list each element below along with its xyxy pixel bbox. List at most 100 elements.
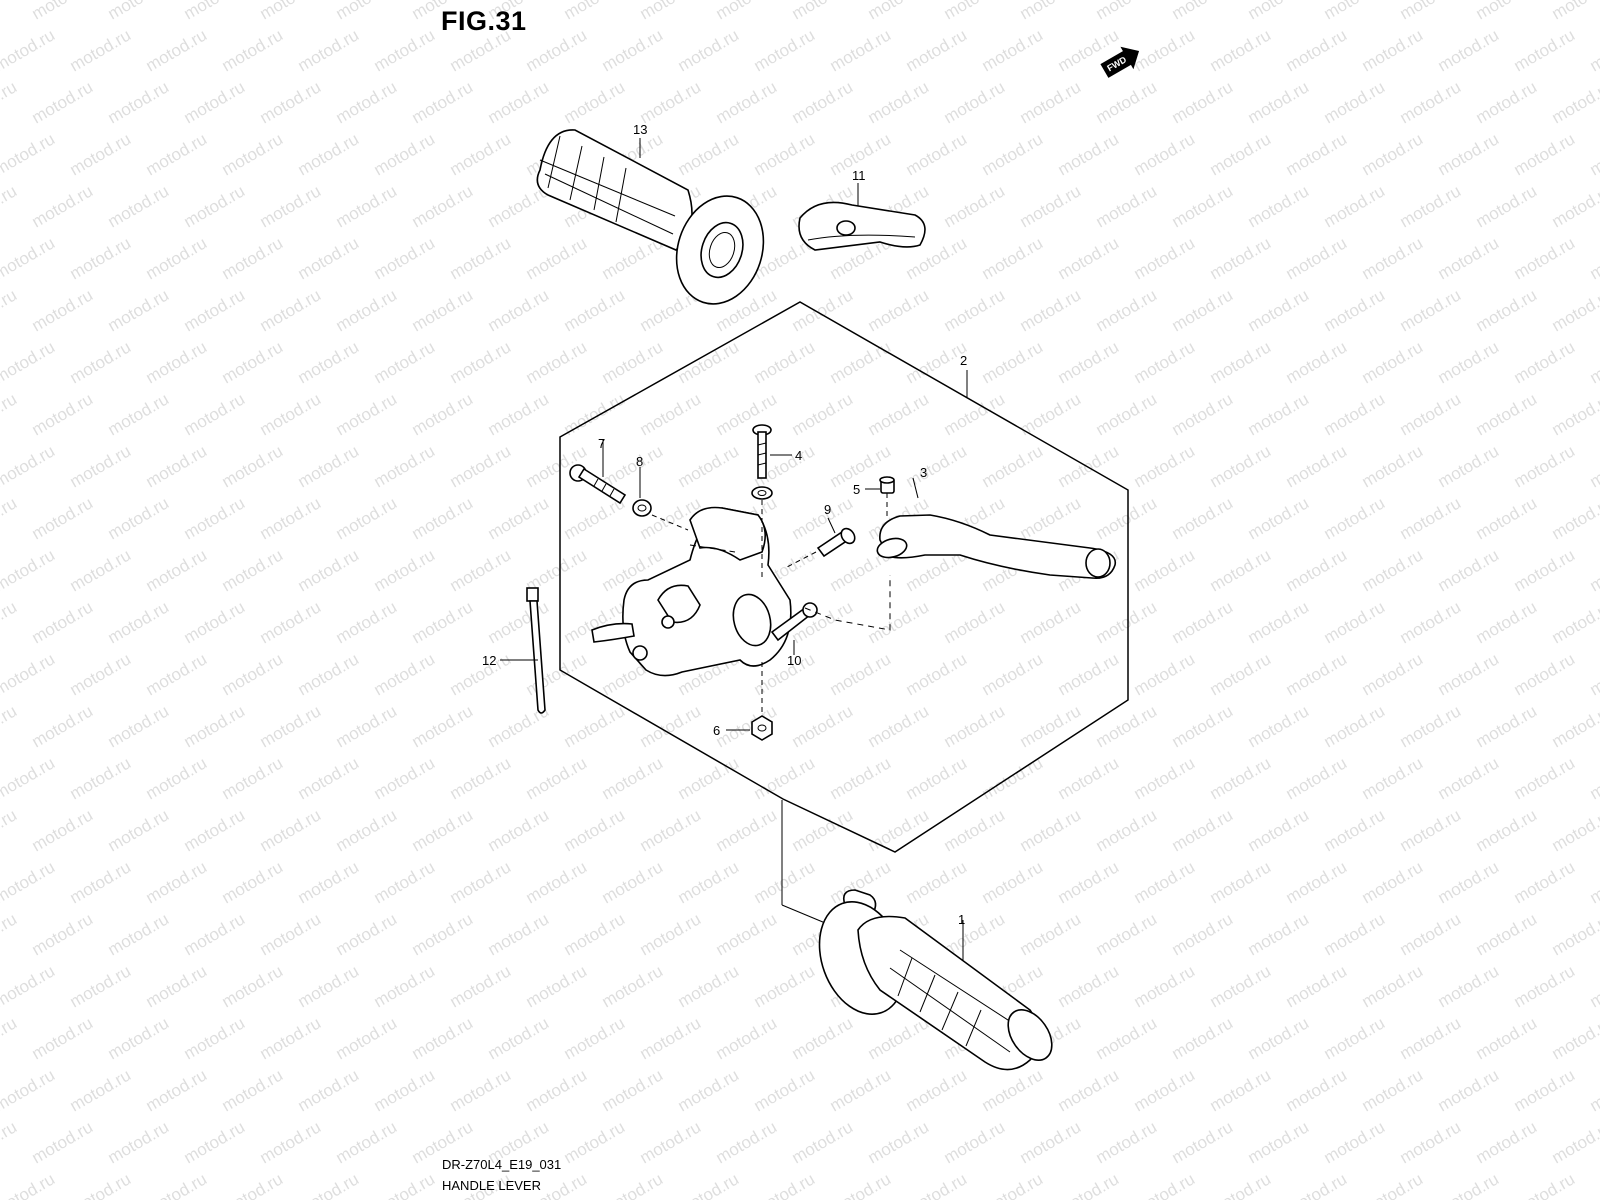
watermark-text: motod.ru (1587, 25, 1600, 75)
watermark-text: motod.ru (1511, 129, 1579, 179)
watermark-text: motod.ru (1397, 1013, 1465, 1063)
watermark-text: motod.ru (1587, 753, 1600, 803)
watermark-text: motod.ru (561, 285, 629, 335)
watermark-text: motod.ru (1359, 1169, 1427, 1200)
fwd-direction-marker: FWD (1100, 46, 1140, 78)
watermark-text: motod.ru (1587, 441, 1600, 491)
watermark-text: motod.ru (181, 389, 249, 439)
watermark-text: motod.ru (1359, 753, 1427, 803)
watermark-text: motod.ru (1207, 961, 1275, 1011)
watermark-text: motod.ru (105, 909, 173, 959)
watermark-text: motod.ru (485, 285, 553, 335)
watermark-text: motod.ru (941, 0, 1009, 23)
watermark-text: motod.ru (789, 1013, 857, 1063)
watermark-text: motod.ru (1359, 545, 1427, 595)
watermark-text: motod.ru (219, 129, 287, 179)
watermark-text: motod.ru (561, 0, 629, 23)
watermark-text: motod.ru (371, 545, 439, 595)
watermark-text: motod.ru (1093, 597, 1161, 647)
watermark-text: motod.ru (1435, 545, 1503, 595)
watermark-text: motod.ru (1511, 233, 1579, 283)
watermark-text: motod.ru (1549, 389, 1600, 439)
watermark-text: motod.ru (143, 1169, 211, 1200)
watermark-text: motod.ru (1397, 597, 1465, 647)
watermark-text: motod.ru (219, 441, 287, 491)
watermark-text: motod.ru (0, 337, 58, 387)
watermark-text: motod.ru (979, 129, 1047, 179)
watermark-text: motod.ru (1549, 805, 1600, 855)
watermark-text: motod.ru (333, 0, 401, 23)
watermark-text: motod.ru (1473, 701, 1541, 751)
watermark-text: motod.ru (447, 129, 515, 179)
watermark-text: motod.ru (181, 0, 249, 23)
watermark-text: motod.ru (1283, 857, 1351, 907)
watermark-text: motod.ru (1473, 597, 1541, 647)
watermark-text: motod.ru (599, 1169, 667, 1200)
watermark-text: motod.ru (447, 337, 515, 387)
watermark-text: motod.ru (333, 805, 401, 855)
watermark-text: motod.ru (219, 25, 287, 75)
watermark-text: motod.ru (29, 805, 97, 855)
watermark-text: motod.ru (295, 25, 363, 75)
collar (879, 476, 895, 494)
watermark-text: motod.ru (941, 1117, 1009, 1167)
watermark-text: motod.ru (979, 753, 1047, 803)
watermark-text: motod.ru (219, 753, 287, 803)
watermark-text: motod.ru (1017, 493, 1085, 543)
watermark-text: motod.ru (1397, 285, 1465, 335)
watermark-text: motod.ru (827, 337, 895, 387)
watermark-text: motod.ru (865, 701, 933, 751)
watermark-text: motod.ru (219, 857, 287, 907)
watermark-text: motod.ru (0, 25, 58, 75)
watermark-text: motod.ru (1473, 285, 1541, 335)
watermark-text: motod.ru (1473, 1013, 1541, 1063)
callout-4: 4 (795, 448, 802, 463)
watermark-text: motod.ru (1055, 233, 1123, 283)
watermark-text: motod.ru (181, 1117, 249, 1167)
watermark-text: motod.ru (0, 441, 58, 491)
watermark-text: motod.ru (1245, 77, 1313, 127)
watermark-text: motod.ru (941, 597, 1009, 647)
watermark-text: motod.ru (181, 493, 249, 543)
watermark-text: motod.ru (827, 649, 895, 699)
watermark-text: motod.ru (1359, 857, 1427, 907)
watermark-text: motod.ru (1245, 909, 1313, 959)
watermark-text: motod.ru (1435, 857, 1503, 907)
watermark-text: motod.ru (865, 1117, 933, 1167)
watermark-text: motod.ru (485, 1013, 553, 1063)
watermark-text: motod.ru (67, 649, 135, 699)
watermark-text: motod.ru (1093, 909, 1161, 959)
watermark-text: motod.ru (181, 77, 249, 127)
watermark-text: motod.ru (751, 25, 819, 75)
watermark-text: motod.ru (903, 753, 971, 803)
watermark-text: motod.ru (29, 77, 97, 127)
watermark-text: motod.ru (1245, 389, 1313, 439)
watermark-text: motod.ru (67, 25, 135, 75)
watermark-text: motod.ru (599, 1065, 667, 1115)
watermark-text: motod.ru (0, 805, 20, 855)
watermark-text: motod.ru (1549, 0, 1600, 23)
watermark-text: motod.ru (1017, 597, 1085, 647)
watermark-text: motod.ru (409, 597, 477, 647)
watermark-text: motod.ru (1549, 77, 1600, 127)
callout-7: 7 (598, 436, 605, 451)
watermark-text: motod.ru (789, 389, 857, 439)
watermark-text: motod.ru (181, 597, 249, 647)
watermark-text: motod.ru (105, 389, 173, 439)
watermark-text: motod.ru (1321, 909, 1389, 959)
watermark-text: motod.ru (333, 909, 401, 959)
watermark-text: motod.ru (1359, 1065, 1427, 1115)
watermark-text: motod.ru (1017, 77, 1085, 127)
watermark-text: motod.ru (67, 129, 135, 179)
watermark-text: motod.ru (1321, 389, 1389, 439)
watermark-text: motod.ru (1321, 1117, 1389, 1167)
watermark-text: motod.ru (599, 25, 667, 75)
watermark-text: motod.ru (1131, 1065, 1199, 1115)
watermark-text: motod.ru (751, 753, 819, 803)
grip-left (536, 129, 765, 305)
watermark-text: motod.ru (789, 0, 857, 23)
watermark-text: motod.ru (0, 77, 20, 127)
lever-cover (798, 201, 926, 251)
watermark-text: motod.ru (29, 597, 97, 647)
